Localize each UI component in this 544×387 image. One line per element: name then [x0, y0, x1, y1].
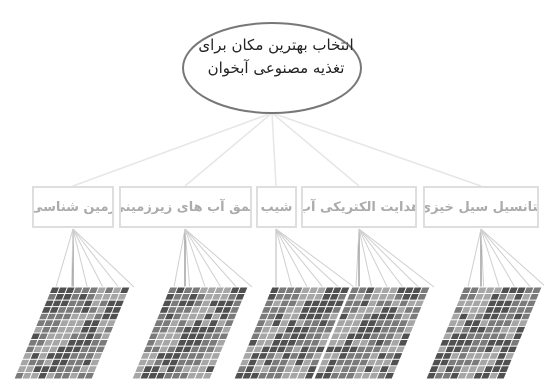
raster-layer-tile — [13, 286, 131, 380]
raster-layers — [13, 286, 543, 380]
goal-criterion-link — [271, 112, 482, 187]
criterion-electrical-conductivity: هدایت الکتریکی آب — [301, 186, 417, 228]
criterion-label: زمین شناسی — [32, 199, 114, 215]
layer-fan-line — [72, 228, 119, 288]
layer-fan-line — [184, 228, 237, 288]
layer-fan-line — [358, 228, 404, 288]
layer-fan-line — [55, 228, 74, 288]
layer-fan-line — [184, 228, 206, 288]
layer-fan-line — [72, 228, 135, 288]
criterion-slope: شیب — [256, 186, 297, 228]
layer-fan-line — [275, 228, 339, 288]
raster-cell — [383, 371, 396, 380]
layer-fan-line — [72, 228, 104, 288]
layer-fan-line — [480, 228, 500, 288]
layer-fan-line — [72, 228, 88, 288]
layer-fan-line — [358, 228, 373, 288]
goal-line-2: تغذیه مصنوعی آبخوان — [207, 59, 345, 77]
layer-fan-line — [358, 228, 419, 288]
criterion-label: عمق آب های زیرزمینی — [119, 199, 252, 215]
raster-cell — [495, 371, 508, 380]
raster-layer-tile — [425, 286, 543, 380]
layer-fan-line — [173, 228, 186, 288]
layer-fan-line — [467, 228, 482, 288]
criterion-geology: زمین شناسی — [32, 186, 114, 228]
raster-cell — [201, 371, 214, 380]
goal-line-1: انتخاب بهترین مکان برای — [198, 36, 354, 54]
layer-fan-line — [184, 228, 222, 288]
goal-criterion-link — [72, 112, 273, 187]
layer-fan-line — [480, 228, 544, 286]
connector-lines — [55, 112, 544, 292]
raster-layer-tile — [233, 286, 351, 380]
layer-fan-line — [184, 228, 253, 288]
layer-fan-line — [275, 228, 293, 288]
raster-cell — [83, 371, 96, 380]
layer-fan-line — [480, 228, 531, 288]
layer-fan-line — [480, 228, 485, 288]
goal-ellipse — [182, 22, 362, 114]
criterion-groundwater-depth: عمق آب های زیرزمینی — [119, 186, 252, 228]
layer-fan-line — [275, 228, 324, 288]
criterion-label: پتانسیل سیل خیزی — [423, 199, 539, 215]
layer-fan-line — [184, 228, 191, 288]
goal-criterion-link — [271, 112, 277, 187]
raster-layer-tile — [313, 286, 431, 380]
goal-criterion-link — [184, 112, 273, 187]
layer-fan-line — [355, 228, 360, 288]
raster-cell — [303, 371, 316, 380]
layer-fan-line — [71, 228, 74, 288]
criterion-flood-potential: پتانسیل سیل خیزی — [423, 186, 539, 228]
layer-fan-line — [358, 228, 388, 288]
goal-criterion-link — [271, 112, 360, 187]
criterion-label: شیب — [260, 199, 293, 215]
layer-fan-line — [358, 228, 435, 288]
criterion-label: هدایت الکتریکی آب — [301, 199, 417, 215]
layer-fan-line — [275, 228, 355, 288]
raster-layer-tile — [131, 286, 249, 380]
layer-fan-line — [275, 228, 308, 288]
goal-label: انتخاب بهترین مکان برای تغذیه مصنوعی آبخ… — [188, 34, 364, 80]
layer-fan-line — [480, 228, 516, 288]
